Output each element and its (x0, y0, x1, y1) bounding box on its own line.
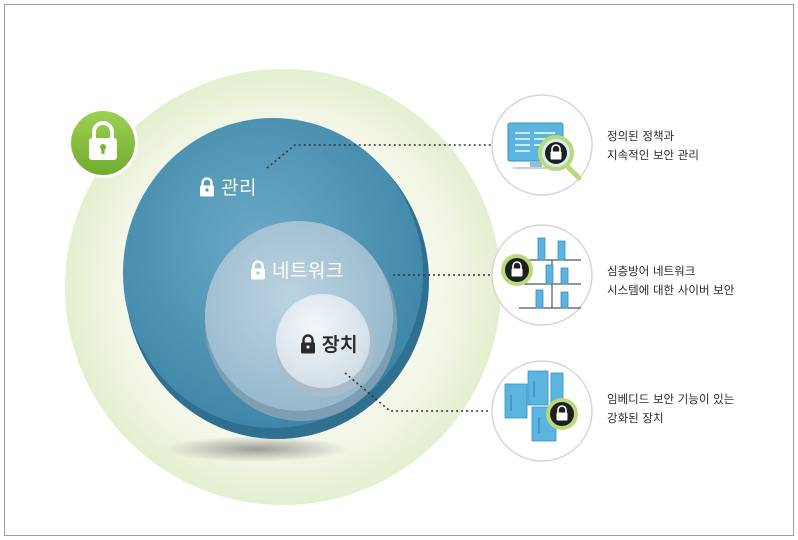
callout-network: 심층방어 네트워크 시스템에 대한 사이버 보안 (607, 262, 734, 300)
callout-line: 임베디드 보안 기능이 있는 (607, 392, 735, 406)
inner-layer-disc (276, 294, 374, 397)
connector-lines (266, 144, 491, 412)
callout-line: 강화된 장치 (607, 411, 664, 425)
ground-shadow (165, 436, 349, 462)
callout-line: 지속적인 보안 관리 (607, 148, 699, 162)
hardened-devices-lock-icon (491, 360, 593, 462)
connector-device (344, 372, 491, 412)
connector-management (266, 144, 491, 169)
network-layer-label: 네트워크 (250, 256, 344, 283)
monitor-lock-magnifier-icon (491, 94, 593, 196)
device-label-text: 장치 (322, 334, 358, 356)
callout-line: 정의된 정책과 (607, 129, 675, 143)
callout-device: 임베디드 보안 기능이 있는 강화된 장치 (607, 390, 734, 428)
network-servers-lock-icon (491, 224, 593, 326)
callout-management: 정의된 정책과 지속적인 보안 관리 (607, 127, 699, 165)
callout-line: 심층방어 네트워크 (607, 264, 696, 278)
security-layers-diagram (65, 69, 593, 505)
padlock-icon (301, 333, 315, 353)
management-label-text: 관리 (221, 177, 257, 199)
padlock-icon (200, 176, 214, 196)
padlock-icon (251, 259, 265, 279)
device-layer-label: 장치 (300, 330, 358, 357)
management-layer-label: 관리 (199, 173, 257, 200)
callout-line: 시스템에 대한 사이버 보안 (607, 283, 735, 297)
padlock-badge-icon (68, 108, 138, 178)
network-label-text: 네트워크 (272, 260, 344, 282)
diagram-frame: 관리 네트워크 장치 정의된 정책과 지속적인 보안 관리 심층방어 네트워크 … (4, 4, 794, 536)
